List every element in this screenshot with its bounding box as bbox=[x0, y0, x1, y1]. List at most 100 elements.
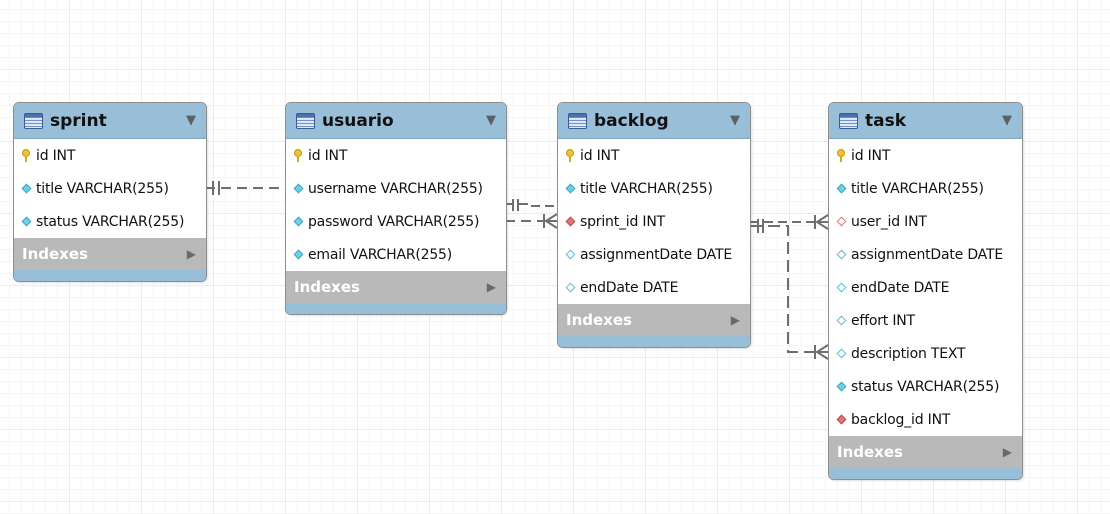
red-diamond-icon bbox=[835, 413, 847, 427]
table-title: backlog bbox=[594, 110, 669, 131]
column-row[interactable]: password VARCHAR(255) bbox=[286, 205, 506, 238]
column-label: endDate DATE bbox=[851, 279, 950, 296]
cyan-diamond-icon bbox=[292, 215, 304, 229]
table-header-usuario[interactable]: usuario ▼ bbox=[286, 103, 506, 139]
table-header-sprint[interactable]: sprint ▼ bbox=[14, 103, 206, 139]
table-header-backlog[interactable]: backlog ▼ bbox=[558, 103, 750, 139]
cyan-diamond-icon bbox=[292, 248, 304, 262]
red-diamond-icon bbox=[564, 215, 576, 229]
cyan-diamond-icon bbox=[20, 182, 32, 196]
relationship-usuario-task bbox=[505, 199, 829, 230]
column-label: title VARCHAR(255) bbox=[851, 180, 984, 197]
column-label: password VARCHAR(255) bbox=[308, 213, 480, 230]
column-row[interactable]: effort INT bbox=[829, 304, 1022, 337]
table-icon bbox=[839, 112, 858, 129]
table-sprint[interactable]: sprint ▼ id INT title VARCHAR(255) statu… bbox=[13, 102, 207, 282]
collapse-triangle-icon[interactable]: ▼ bbox=[186, 113, 196, 128]
hollow-red-diamond-icon bbox=[835, 215, 847, 229]
table-usuario[interactable]: usuario ▼ id INT username VARCHAR(255) p… bbox=[285, 102, 507, 315]
cyan-diamond-icon bbox=[835, 182, 847, 196]
column-list: id INT title VARCHAR(255) sprint_id INT … bbox=[558, 139, 750, 304]
key-icon bbox=[20, 149, 32, 163]
cyan-diamond-icon bbox=[835, 380, 847, 394]
expand-triangle-icon[interactable]: ▶ bbox=[186, 247, 196, 261]
cyan-diamond-icon bbox=[292, 182, 304, 196]
indexes-section[interactable]: Indexes ▶ bbox=[829, 436, 1022, 468]
hollow-cyan-diamond-icon bbox=[564, 248, 576, 262]
table-backlog[interactable]: backlog ▼ id INT title VARCHAR(255) spri… bbox=[557, 102, 751, 348]
column-list: id INT username VARCHAR(255) password VA… bbox=[286, 139, 506, 271]
hollow-cyan-diamond-icon bbox=[564, 281, 576, 295]
column-row[interactable]: title VARCHAR(255) bbox=[829, 172, 1022, 205]
indexes-label: Indexes bbox=[837, 443, 903, 461]
table-title: sprint bbox=[50, 110, 107, 131]
column-label: status VARCHAR(255) bbox=[851, 378, 1000, 395]
table-task[interactable]: task ▼ id INT title VARCHAR(255) user_id… bbox=[828, 102, 1023, 480]
table-title: task bbox=[865, 110, 907, 131]
cyan-diamond-icon bbox=[20, 215, 32, 229]
indexes-label: Indexes bbox=[566, 311, 632, 329]
indexes-label: Indexes bbox=[294, 278, 360, 296]
column-label: id INT bbox=[36, 147, 76, 164]
column-row[interactable]: title VARCHAR(255) bbox=[14, 172, 206, 205]
table-footer bbox=[286, 303, 506, 314]
column-row[interactable]: email VARCHAR(255) bbox=[286, 238, 506, 271]
table-footer bbox=[14, 270, 206, 281]
column-label: backlog_id INT bbox=[851, 411, 951, 428]
column-label: sprint_id INT bbox=[580, 213, 665, 230]
column-row[interactable]: title VARCHAR(255) bbox=[558, 172, 750, 205]
column-list: id INT title VARCHAR(255) user_id INT as… bbox=[829, 139, 1022, 436]
column-label: description TEXT bbox=[851, 345, 966, 362]
column-row[interactable]: username VARCHAR(255) bbox=[286, 172, 506, 205]
hollow-cyan-diamond-icon bbox=[835, 248, 847, 262]
collapse-triangle-icon[interactable]: ▼ bbox=[486, 113, 496, 128]
column-row[interactable]: id INT bbox=[829, 139, 1022, 172]
column-label: effort INT bbox=[851, 312, 915, 329]
hollow-cyan-diamond-icon bbox=[835, 281, 847, 295]
column-row[interactable]: status VARCHAR(255) bbox=[14, 205, 206, 238]
table-icon bbox=[568, 112, 587, 129]
column-row[interactable]: id INT bbox=[14, 139, 206, 172]
relationship-backlog-task bbox=[750, 219, 829, 360]
expand-triangle-icon[interactable]: ▶ bbox=[730, 313, 740, 327]
relationship-sprint-backlog bbox=[205, 181, 558, 229]
indexes-section[interactable]: Indexes ▶ bbox=[286, 271, 506, 303]
table-icon bbox=[24, 112, 43, 129]
table-footer bbox=[829, 468, 1022, 479]
column-row[interactable]: id INT bbox=[558, 139, 750, 172]
column-label: id INT bbox=[308, 147, 348, 164]
column-row[interactable]: endDate DATE bbox=[829, 271, 1022, 304]
collapse-triangle-icon[interactable]: ▼ bbox=[1002, 113, 1012, 128]
indexes-section[interactable]: Indexes ▶ bbox=[14, 238, 206, 270]
column-row[interactable]: user_id INT bbox=[829, 205, 1022, 238]
column-row[interactable]: id INT bbox=[286, 139, 506, 172]
column-label: title VARCHAR(255) bbox=[36, 180, 169, 197]
column-label: assignmentDate DATE bbox=[851, 246, 1003, 263]
column-row[interactable]: endDate DATE bbox=[558, 271, 750, 304]
column-row[interactable]: description TEXT bbox=[829, 337, 1022, 370]
cyan-diamond-icon bbox=[564, 182, 576, 196]
column-label: id INT bbox=[851, 147, 891, 164]
column-label: endDate DATE bbox=[580, 279, 679, 296]
column-row[interactable]: status VARCHAR(255) bbox=[829, 370, 1022, 403]
column-label: username VARCHAR(255) bbox=[308, 180, 483, 197]
indexes-section[interactable]: Indexes ▶ bbox=[558, 304, 750, 336]
key-icon bbox=[564, 149, 576, 163]
table-header-task[interactable]: task ▼ bbox=[829, 103, 1022, 139]
expand-triangle-icon[interactable]: ▶ bbox=[486, 280, 496, 294]
key-icon bbox=[835, 149, 847, 163]
column-label: title VARCHAR(255) bbox=[580, 180, 713, 197]
column-row[interactable]: assignmentDate DATE bbox=[558, 238, 750, 271]
table-title: usuario bbox=[322, 110, 394, 131]
indexes-label: Indexes bbox=[22, 245, 88, 263]
key-icon bbox=[292, 149, 304, 163]
table-icon bbox=[296, 112, 315, 129]
column-row[interactable]: backlog_id INT bbox=[829, 403, 1022, 436]
column-row[interactable]: assignmentDate DATE bbox=[829, 238, 1022, 271]
column-label: email VARCHAR(255) bbox=[308, 246, 453, 263]
expand-triangle-icon[interactable]: ▶ bbox=[1002, 445, 1012, 459]
column-row[interactable]: sprint_id INT bbox=[558, 205, 750, 238]
collapse-triangle-icon[interactable]: ▼ bbox=[730, 113, 740, 128]
